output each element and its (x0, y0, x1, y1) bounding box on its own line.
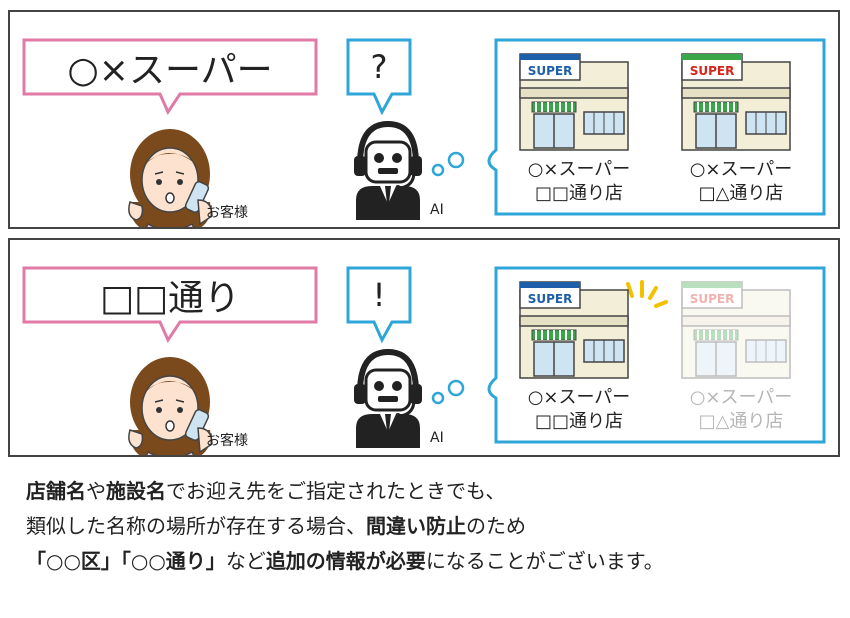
highlight-rays-icon (626, 280, 668, 308)
store-building: SUPER (518, 52, 630, 152)
ai-speech-bubble (346, 266, 412, 344)
body-text: のため (466, 514, 526, 538)
store-name: ○×スーパー (527, 387, 631, 408)
emphasis-text: 施設名 (106, 479, 166, 503)
store-branch: □□通り店 (534, 183, 623, 204)
body-text: 類似した名称の場所が存在する場合、 (26, 514, 366, 538)
ai-operator-icon (354, 348, 422, 448)
body-text: になることがございます。 (425, 549, 664, 573)
description-line-2: 類似した名称の場所が存在する場合、間違い防止のため (26, 509, 526, 544)
store-name: ○×スーパー (689, 159, 793, 180)
thought-dot (431, 163, 445, 177)
scenario-panel-1: ○×スーパー ? お客様 AI SUPER ○×スーパー □□通り店 SUPER (8, 10, 840, 229)
ai-speech-text: ! (372, 276, 386, 314)
emphasis-text: 間違い防止 (366, 514, 466, 538)
ai-speech-bubble (346, 38, 412, 116)
customer-label: お客様 (206, 433, 248, 449)
scenario-panel-2: □□通り ! お客様 AI SUPER ○×スーパー □□通り店 SUPER (8, 238, 840, 457)
emphasis-text: 追加の情報が必要 (265, 549, 426, 573)
store-building-icon: SUPER (519, 53, 629, 151)
svg-text:SUPER: SUPER (690, 292, 735, 306)
store-building: SUPER (518, 280, 630, 380)
customer-speech-bubble (22, 38, 318, 116)
ai-label: AI (430, 202, 444, 218)
store-building: SUPER (680, 52, 792, 152)
body-text: でお迎え先をご指定されたときでも、 (166, 479, 506, 503)
store-building-icon: SUPER (681, 281, 791, 379)
emphasis-text: 「○○区」「○○通り」 (26, 549, 226, 573)
emphasis-text: 店舗名 (26, 479, 86, 503)
customer-label: お客様 (206, 205, 248, 221)
store-branch: □△通り店 (698, 183, 784, 204)
store-building-faded: SUPER (680, 280, 792, 380)
customer-icon (128, 129, 213, 227)
svg-text:SUPER: SUPER (690, 64, 735, 78)
store-name: ○×スーパー (527, 159, 631, 180)
ai-operator-icon (354, 120, 422, 220)
body-text: や (86, 479, 106, 503)
svg-text:SUPER: SUPER (528, 292, 573, 306)
ai-speech-text: ? (370, 48, 388, 86)
store-branch: □△通り店 (698, 411, 784, 432)
store-building-icon: SUPER (519, 281, 629, 379)
store-building-icon: SUPER (681, 53, 791, 151)
thought-dot (447, 151, 465, 169)
customer-speech-text: □□通り (99, 278, 241, 319)
customer-icon (128, 357, 213, 455)
description-line-3: 「○○区」「○○通り」など追加の情報が必要になることがございます。 (26, 544, 664, 579)
ai-label: AI (430, 430, 444, 446)
thought-dot (431, 391, 445, 405)
body-text: など (225, 549, 266, 573)
svg-text:SUPER: SUPER (528, 64, 573, 78)
store-branch: □□通り店 (534, 411, 623, 432)
store-name: ○×スーパー (689, 387, 793, 408)
customer-speech-bubble (22, 266, 318, 344)
thought-dot (447, 379, 465, 397)
customer-speech-text: ○×スーパー (67, 50, 273, 91)
description-line-1: 店舗名や施設名でお迎え先をご指定されたときでも、 (26, 474, 505, 509)
